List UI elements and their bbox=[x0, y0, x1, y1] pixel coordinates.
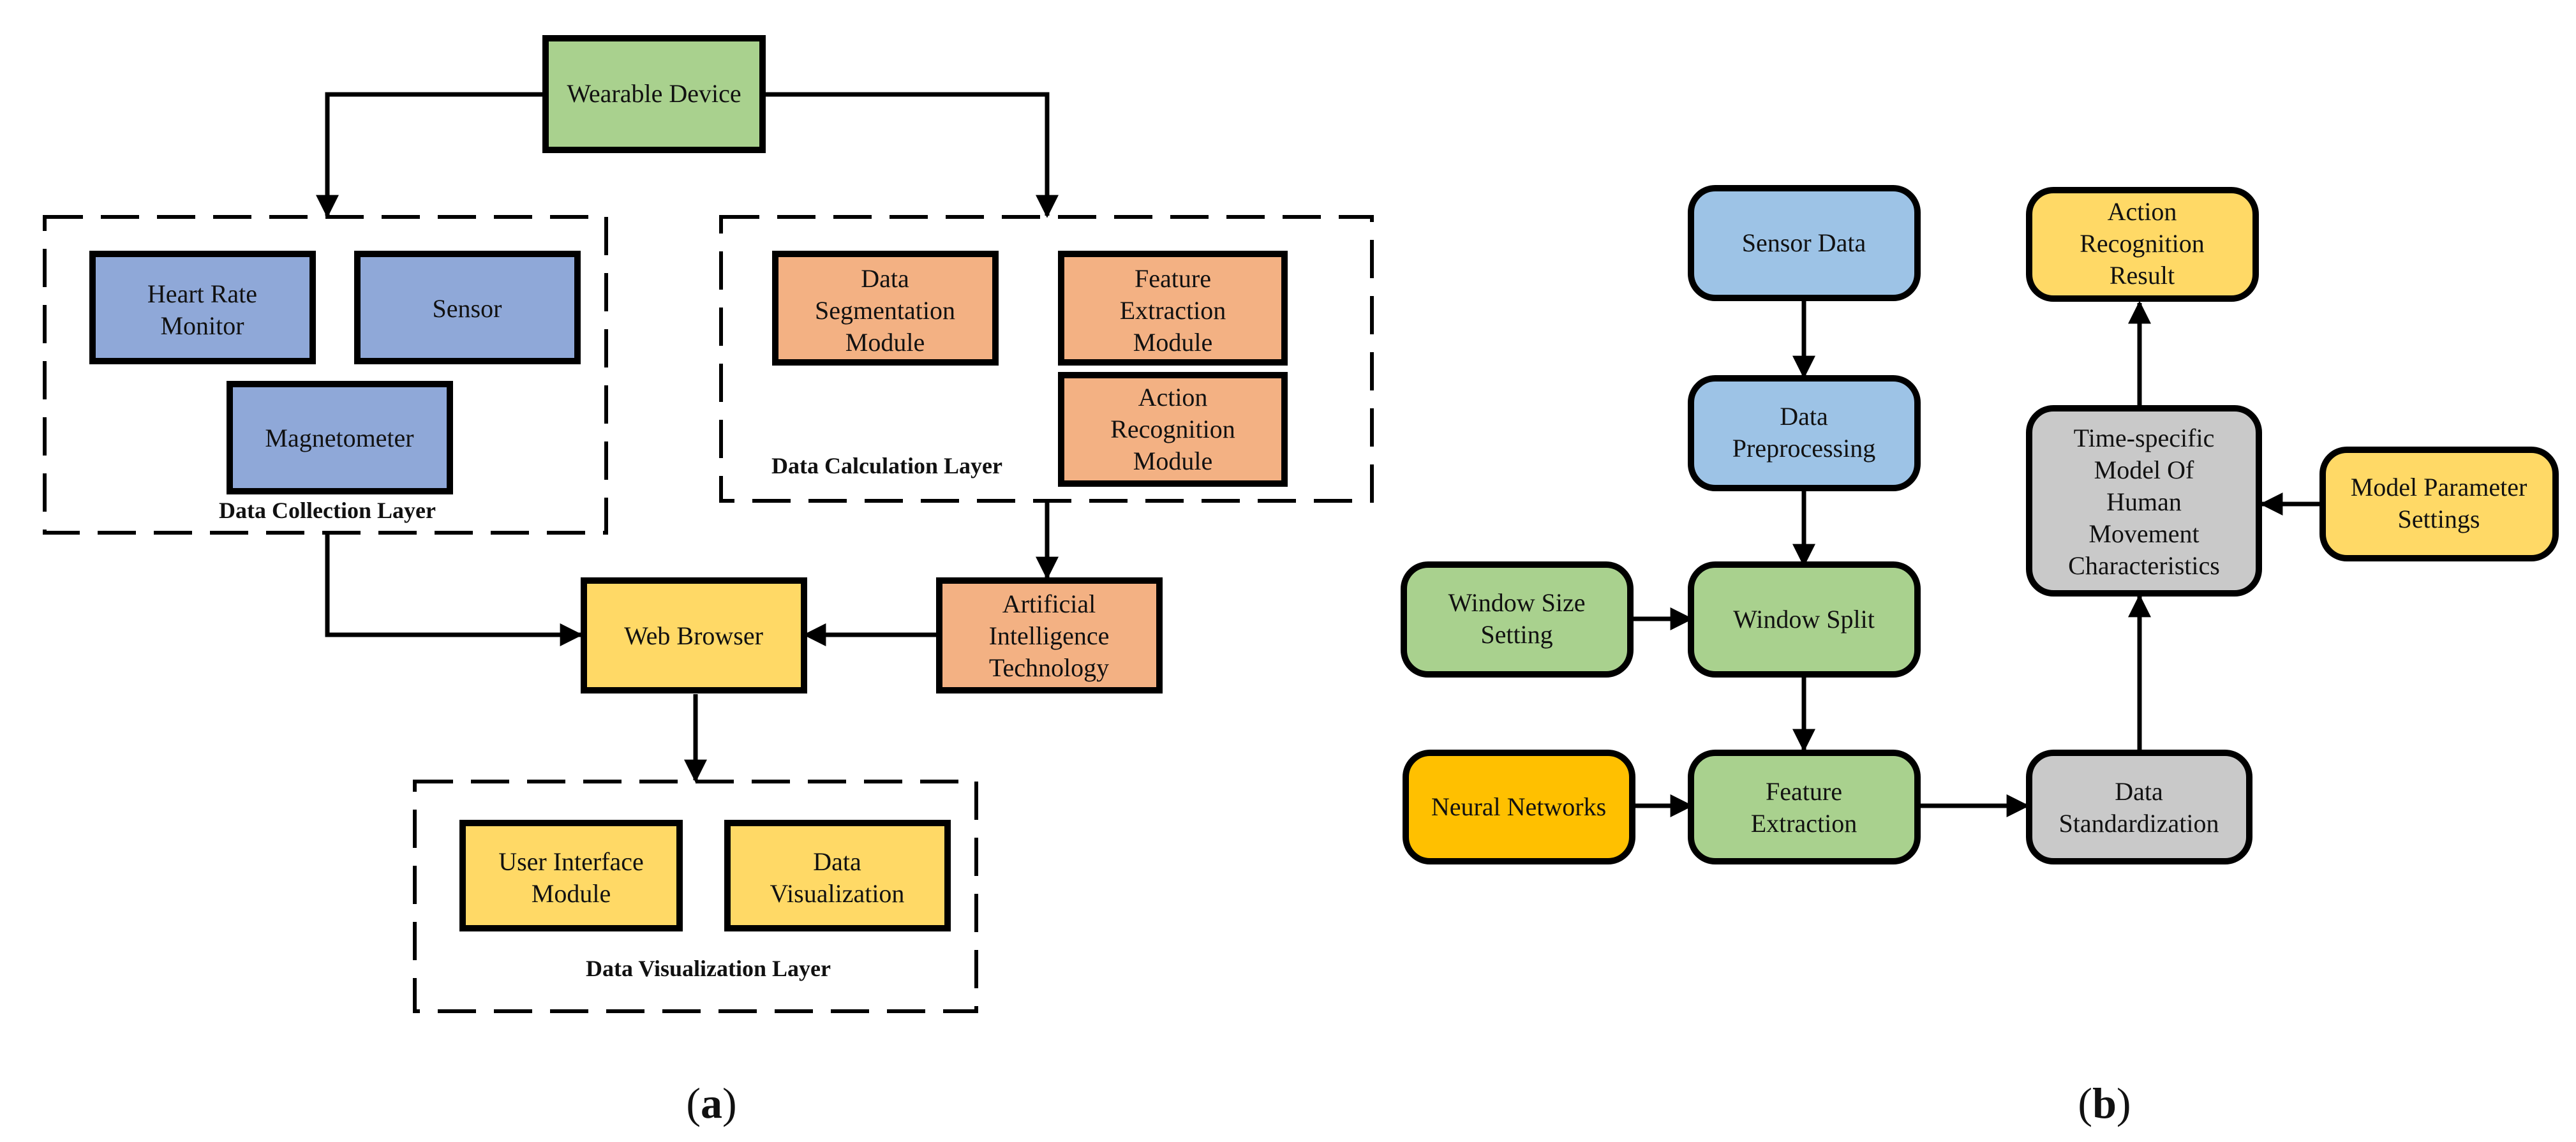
data-collection-layer-label: Data Collection Layer bbox=[219, 498, 436, 523]
node-label: Data bbox=[1780, 402, 1828, 431]
node-data-segmentation-module: Data Segmentation Module bbox=[772, 251, 999, 366]
node-data-visualization: Data Visualization bbox=[724, 820, 951, 931]
node-label: Data bbox=[2115, 777, 2163, 806]
node-action-recognition-result: Action Recognition Result bbox=[2026, 187, 2259, 302]
node-label: Module bbox=[845, 328, 925, 357]
node-label: Monitor bbox=[160, 311, 244, 340]
node-label: Module bbox=[1133, 447, 1212, 475]
node-window-split: Window Split bbox=[1688, 561, 1921, 678]
node-user-interface-module: User Interface Module bbox=[459, 820, 683, 931]
node-web-browser: Web Browser bbox=[581, 577, 807, 693]
node-label: Human bbox=[2106, 487, 2182, 516]
panel-a-caption: (a) bbox=[686, 1079, 736, 1127]
node-label: Result bbox=[2110, 261, 2175, 290]
node-label: Preprocessing bbox=[1732, 434, 1875, 463]
node-label: Action bbox=[2108, 197, 2177, 226]
node-label: Segmentation bbox=[815, 296, 955, 325]
node-data-standardization: Data Standardization bbox=[2026, 750, 2252, 864]
node-label: Visualization bbox=[770, 879, 905, 908]
node-time-specific-model: Time-specific Model Of Human Movement Ch… bbox=[2026, 405, 2262, 597]
node-data-preprocessing: Data Preprocessing bbox=[1688, 375, 1921, 491]
node-label: Standardization bbox=[2059, 809, 2219, 838]
node-label: Setting bbox=[1480, 620, 1552, 649]
node-label: Module bbox=[532, 879, 611, 908]
arrow-collection-to-browser bbox=[325, 535, 583, 646]
node-feature-extraction-module: Feature Extraction Module bbox=[1058, 251, 1288, 366]
node-label: Technology bbox=[989, 653, 1109, 682]
node-model-parameter-settings: Model Parameter Settings bbox=[2319, 447, 2559, 561]
node-label: Magnetometer bbox=[265, 424, 413, 452]
data-calculation-layer-frame bbox=[719, 215, 1374, 503]
node-label: Module bbox=[1133, 328, 1212, 357]
node-label: Extraction bbox=[1751, 809, 1858, 838]
node-label: Neural Networks bbox=[1431, 792, 1606, 821]
node-heart-rate-monitor: Heart Rate Monitor bbox=[89, 251, 316, 364]
node-label: Sensor bbox=[433, 294, 502, 323]
node-window-size-setting: Window Size Setting bbox=[1401, 561, 1634, 678]
arrow-wearable-to-collection bbox=[316, 92, 546, 218]
node-sensor: Sensor bbox=[354, 251, 581, 364]
node-neural-networks: Neural Networks bbox=[1403, 750, 1635, 864]
node-ai-technology: Artificial Intelligence Technology bbox=[936, 577, 1163, 693]
node-label: Artificial bbox=[1002, 590, 1096, 618]
panel-b-caption: (b) bbox=[2078, 1079, 2131, 1127]
node-label: Model Of bbox=[2094, 456, 2194, 484]
node-wearable-device: Wearable Device bbox=[542, 35, 766, 153]
node-label: Sensor Data bbox=[1742, 228, 1866, 257]
node-label: Extraction bbox=[1120, 296, 1226, 325]
node-label: Web Browser bbox=[624, 621, 763, 650]
node-label: Wearable Device bbox=[567, 79, 741, 108]
node-label: Time-specific bbox=[2074, 424, 2215, 452]
node-label: Heart Rate bbox=[147, 279, 257, 308]
arrow-wearable-to-calculation bbox=[763, 92, 1059, 218]
node-label: Data bbox=[861, 264, 909, 293]
node-label: Recognition bbox=[1110, 415, 1235, 443]
node-label: Movement bbox=[2088, 519, 2199, 548]
node-label: Data bbox=[813, 847, 861, 876]
panel-b: Sensor Data Data Preprocessing Window Si… bbox=[1401, 185, 2559, 1127]
node-label: Model Parameter bbox=[2351, 473, 2528, 501]
node-label: Window Size bbox=[1448, 588, 1585, 617]
node-sensor-data: Sensor Data bbox=[1688, 185, 1921, 301]
node-label: Recognition bbox=[2080, 229, 2205, 258]
node-action-recognition-module: Action Recognition Module bbox=[1058, 372, 1288, 487]
node-magnetometer: Magnetometer bbox=[227, 381, 453, 494]
node-label: Characteristics bbox=[2068, 551, 2220, 580]
node-label: Intelligence bbox=[989, 621, 1110, 650]
node-label: Window Split bbox=[1733, 605, 1875, 634]
panel-a: Wearable Device Heart Rate Monitor Senso… bbox=[43, 35, 1374, 1127]
node-feature-extraction: Feature Extraction bbox=[1688, 750, 1921, 864]
node-label: Feature bbox=[1135, 264, 1211, 293]
data-calculation-layer-label: Data Calculation Layer bbox=[771, 453, 1002, 478]
node-label: Feature bbox=[1766, 777, 1842, 806]
node-label: Action bbox=[1138, 383, 1208, 412]
node-label: User Interface bbox=[498, 847, 644, 876]
node-label: Settings bbox=[2398, 505, 2480, 533]
data-visualization-layer-label: Data Visualization Layer bbox=[586, 956, 831, 981]
